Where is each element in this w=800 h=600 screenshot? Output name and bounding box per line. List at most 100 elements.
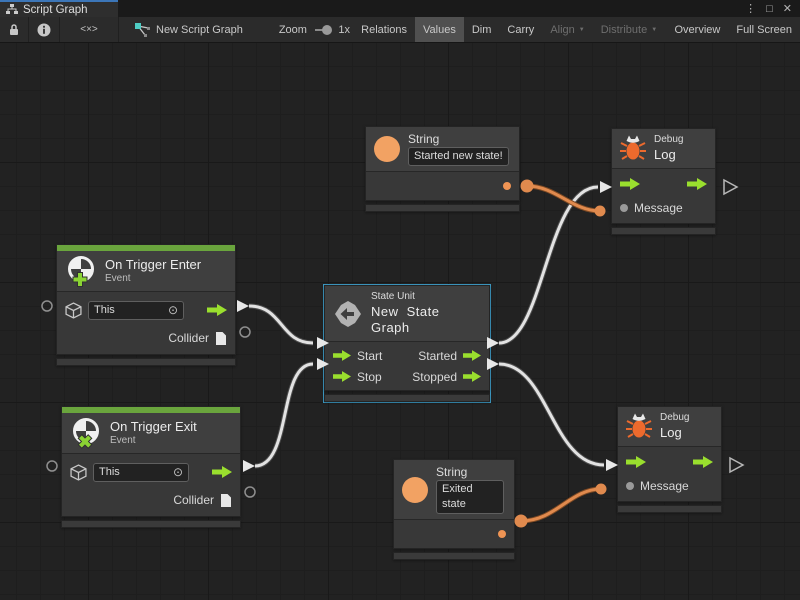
graph-name-button[interactable]: New Script Graph	[127, 17, 251, 42]
stop-port-label: Stop	[357, 369, 382, 384]
values-button[interactable]: Values	[415, 17, 464, 42]
zoom-value: 1x	[338, 23, 351, 36]
node-title: New State Graph	[371, 303, 440, 335]
object-picker-icon: ⊙	[167, 302, 178, 317]
tab-title: Script Graph	[23, 3, 88, 16]
start-input-port[interactable]	[333, 350, 351, 361]
target-value: This	[94, 303, 115, 316]
fullscreen-label: Full Screen	[736, 23, 792, 36]
distribute-dropdown-arrow-icon: ▼	[651, 26, 658, 33]
collider-file-icon[interactable]	[215, 331, 227, 346]
maximize-icon[interactable]: □	[766, 2, 773, 15]
node-string-top[interactable]: String Started new state!	[364, 125, 521, 213]
string-output-port[interactable]	[503, 182, 511, 190]
node-on-trigger-enter[interactable]: On Trigger Enter Event This ⊙	[55, 243, 237, 367]
node-debug-log-bottom[interactable]: Debug Log Message	[616, 405, 723, 514]
node-state-unit[interactable]: State Unit New State Graph Start Started…	[323, 284, 491, 403]
collider-file-icon[interactable]	[220, 493, 232, 508]
started-port-label: Started	[418, 348, 457, 363]
string-value-input[interactable]: Exited state	[436, 480, 504, 514]
info-icon	[37, 23, 51, 36]
node-debug-log-top[interactable]: Debug Log Message	[610, 127, 717, 236]
flow-output-port[interactable]	[207, 304, 227, 316]
close-icon[interactable]: ✕	[782, 3, 792, 15]
node-footer	[365, 204, 520, 212]
node-title: Log	[654, 146, 676, 162]
message-port-label: Message	[640, 478, 689, 493]
flow-output-port[interactable]	[693, 455, 713, 468]
zoom-slider[interactable]	[314, 24, 333, 35]
gameobject-cube-icon	[65, 301, 82, 319]
node-category: Debug	[660, 412, 690, 423]
message-port-label: Message	[634, 200, 683, 215]
carry-button[interactable]: Carry	[499, 17, 542, 42]
node-on-trigger-exit[interactable]: On Trigger Exit Event This ⊙	[60, 405, 242, 529]
gameobject-cube-icon	[70, 463, 87, 481]
tab-script-graph[interactable]: Script Graph	[0, 0, 118, 17]
state-unit-icon	[335, 300, 361, 327]
target-object-dropdown[interactable]: This ⊙	[88, 300, 184, 320]
values-label: Values	[423, 23, 456, 36]
bug-icon	[620, 135, 646, 161]
flow-output-port[interactable]	[687, 177, 707, 190]
string-output-port[interactable]	[498, 530, 506, 538]
dim-button[interactable]: Dim	[464, 17, 500, 42]
trigger-exit-event-icon	[73, 418, 99, 449]
dim-label: Dim	[471, 23, 492, 36]
message-input-port[interactable]	[626, 481, 634, 490]
node-subtitle: Event	[105, 272, 131, 284]
node-string-bottom[interactable]: String Exited state	[392, 458, 516, 561]
info-button[interactable]	[29, 17, 59, 42]
stop-input-port[interactable]	[333, 371, 351, 382]
started-output-port[interactable]	[463, 350, 481, 361]
node-category: Debug	[654, 134, 684, 145]
stopped-output-port[interactable]	[463, 371, 481, 382]
unconnected-flow-ports[interactable]	[723, 178, 745, 474]
message-input-port[interactable]	[620, 203, 628, 212]
collider-port-label: Collider	[168, 331, 209, 345]
event-header-bar	[57, 245, 235, 251]
align-dropdown-arrow-icon: ▼	[578, 26, 585, 33]
overview-label: Overview	[674, 23, 721, 36]
event-header-bar	[62, 407, 240, 413]
flow-input-port[interactable]	[620, 177, 640, 190]
relations-button[interactable]: Relations	[353, 17, 415, 42]
node-title: String	[408, 132, 440, 146]
overview-button[interactable]: Overview	[667, 17, 729, 42]
node-footer	[324, 394, 490, 402]
align-label: Align	[550, 23, 575, 36]
node-footer	[61, 520, 241, 528]
node-title: On Trigger Exit	[110, 418, 197, 434]
node-title: On Trigger Enter	[105, 256, 202, 272]
lock-button[interactable]	[0, 17, 28, 42]
node-footer	[393, 552, 515, 560]
fullscreen-button[interactable]: Full Screen	[728, 17, 800, 42]
graph-name-label: New Script Graph	[156, 23, 243, 36]
string-type-icon	[374, 136, 400, 162]
carry-label: Carry	[507, 23, 535, 36]
node-subtitle: Event	[110, 434, 136, 446]
zoom-label: Zoom	[278, 23, 307, 36]
object-picker-icon: ⊙	[172, 464, 183, 479]
window-tab-bar: Script Graph ⋮ □ ✕	[0, 0, 800, 17]
target-object-dropdown[interactable]: This ⊙	[93, 462, 189, 482]
flow-output-port[interactable]	[212, 466, 232, 478]
trigger-enter-event-icon	[68, 256, 94, 287]
string-value-input[interactable]: Started new state!	[408, 147, 509, 166]
zoom-slider-handle[interactable]	[322, 24, 333, 35]
graph-canvas[interactable]: String Started new state!	[0, 43, 800, 600]
node-footer	[617, 504, 722, 513]
distribute-dropdown[interactable]: Distribute ▼	[593, 17, 665, 42]
start-port-label: Start	[357, 348, 383, 363]
more-menu-icon[interactable]: ⋮	[745, 3, 757, 15]
graph-hierarchy-icon	[6, 4, 18, 14]
node-footer	[56, 358, 236, 366]
bug-icon	[626, 413, 652, 439]
code-view-button[interactable]: <×>	[60, 17, 118, 42]
target-value: This	[99, 465, 120, 478]
value-wire-endpoints	[514, 179, 607, 528]
align-dropdown[interactable]: Align ▼	[542, 17, 592, 42]
string-type-icon	[402, 476, 428, 503]
flow-input-port[interactable]	[626, 455, 646, 468]
node-category: State Unit	[371, 291, 415, 302]
